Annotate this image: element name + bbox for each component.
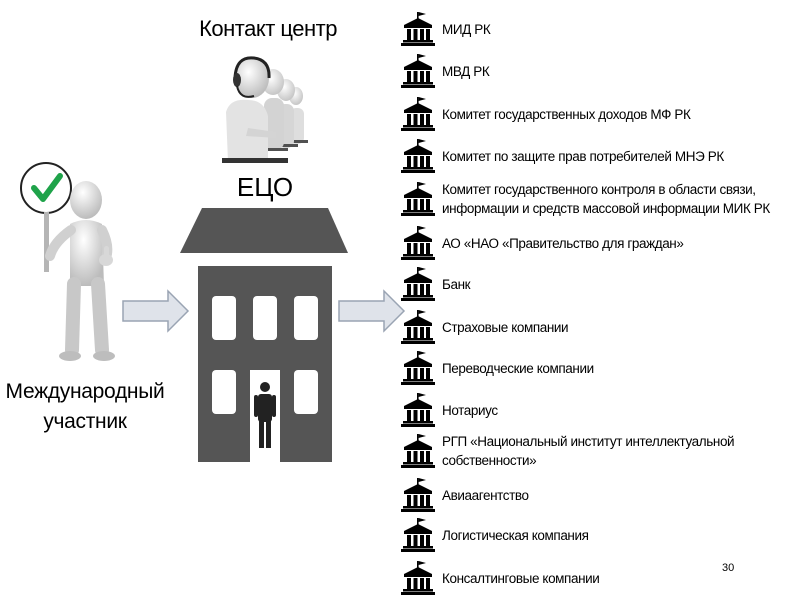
organization-item: Банк [398,267,471,301]
arrow-participant-to-eco [122,289,190,333]
organization-label: Нотариус [442,402,498,418]
organization-label: Комитет государственных доходов МФ РК [442,106,691,122]
organization-label: Переводческие компании [442,360,594,376]
government-building-icon [398,518,438,552]
checkmark-icon [31,173,63,202]
organization-label: МВД РК [442,63,490,79]
participant-figure [20,162,115,361]
organization-item: Комитет государственного контроля в обла… [398,180,800,218]
government-building-icon [398,267,438,301]
organization-label: Логистическая компания [442,527,589,543]
organization-item: МИД РК [398,12,491,46]
organization-item: Страховые компании [398,310,569,344]
organization-item: Логистическая компания [398,518,589,552]
page-number: 30 [722,562,735,574]
participant-label-line2: участник [43,410,127,433]
government-building-icon [398,561,438,595]
government-building-icon [398,139,438,173]
arrow-eco-to-organizations [338,289,406,333]
government-building-icon [398,226,438,260]
organization-item: РГП «Национальный институт интеллектуаль… [398,432,762,470]
organization-item: Комитет по защите прав потребителей МНЭ … [398,139,724,173]
eco-title: ЕЦО [236,172,294,202]
government-building-icon [398,12,438,46]
organization-item: Комитет государственных доходов МФ РК [398,97,691,131]
organization-item: Консалтинговые компании [398,561,600,595]
organization-label: РГП «Национальный институт интеллектуаль… [442,434,735,468]
contact-center-title: Контакт центр [199,16,337,41]
government-building-icon [398,478,438,512]
contact-center-operators-image [222,56,308,163]
government-building-icon [398,434,438,468]
participant-label: Международный участник [0,377,170,437]
organization-item: Авиаагентство [398,478,529,512]
organization-item: МВД РК [398,54,490,88]
government-building-icon [398,310,438,344]
organization-label: Комитет государственного контроля в обла… [442,182,770,216]
organization-item: АО «НАО «Правительство для граждан» [398,226,684,260]
organization-label: Авиаагентство [442,487,529,503]
government-building-icon [398,393,438,427]
organization-label: Комитет по защите прав потребителей МНЭ … [442,148,724,164]
government-building-icon [398,54,438,88]
organization-item: Нотариус [398,393,498,427]
organization-label: Страховые компании [442,319,569,335]
organization-item: Переводческие компании [398,351,594,385]
organization-label: Банк [442,276,471,292]
participant-label-line1: Международный [5,380,165,403]
organization-label: МИД РК [442,21,491,37]
government-building-icon [398,97,438,131]
government-building-icon [398,351,438,385]
government-building-icon [398,182,438,216]
eco-building [180,208,348,462]
organization-label: АО «НАО «Правительство для граждан» [442,235,684,251]
organization-label: Консалтинговые компании [442,570,600,586]
